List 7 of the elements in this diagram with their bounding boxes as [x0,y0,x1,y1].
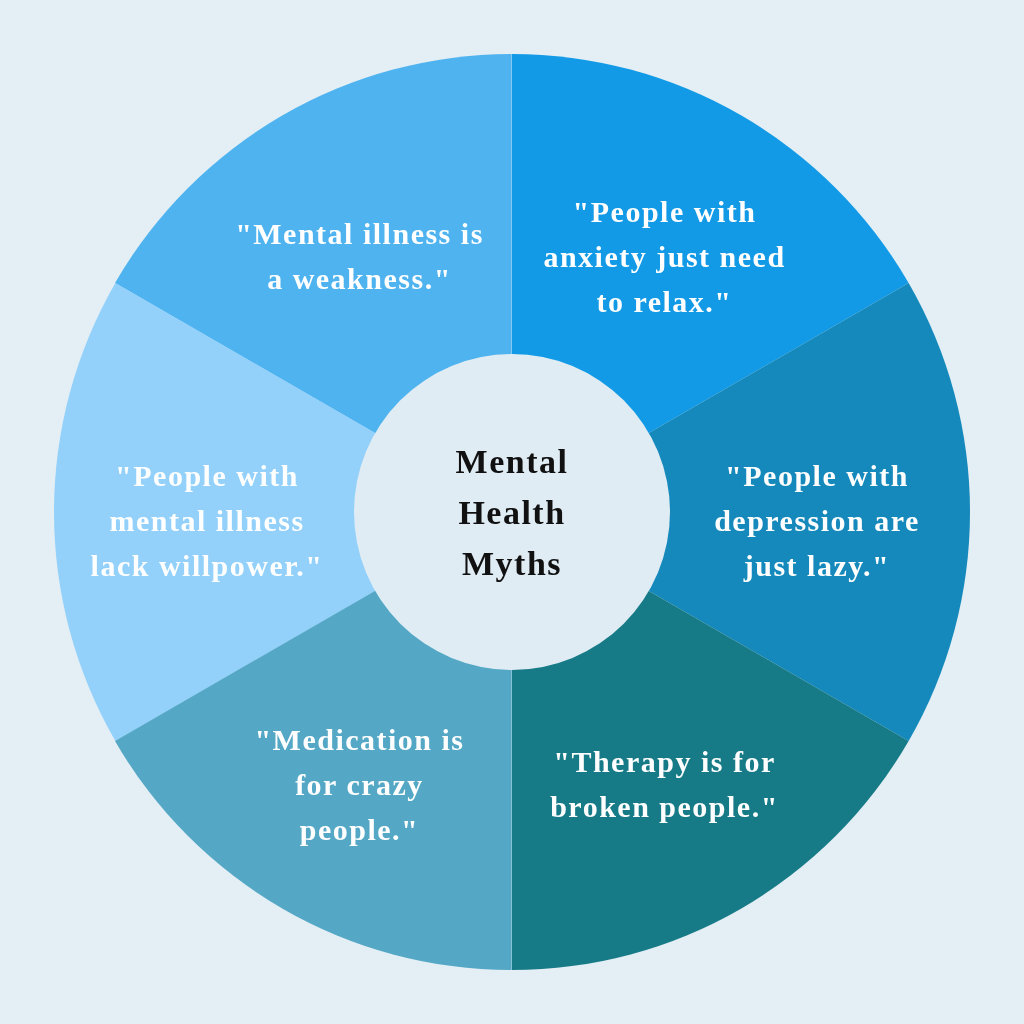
myth-text: "People with mental illness lack willpower." [89,457,325,584]
myth-text: "Therapy is for broken people." [549,744,780,826]
myth-text: "Mental illness is a weakness." [234,215,485,297]
myth-text: "Medication is for crazy people." [253,721,466,848]
myth-text: "People with depression are just lazy." [713,457,921,584]
myth-text: "People with anxiety just need to relax." [542,193,787,320]
title-text: Mental Health Myths [454,441,570,584]
